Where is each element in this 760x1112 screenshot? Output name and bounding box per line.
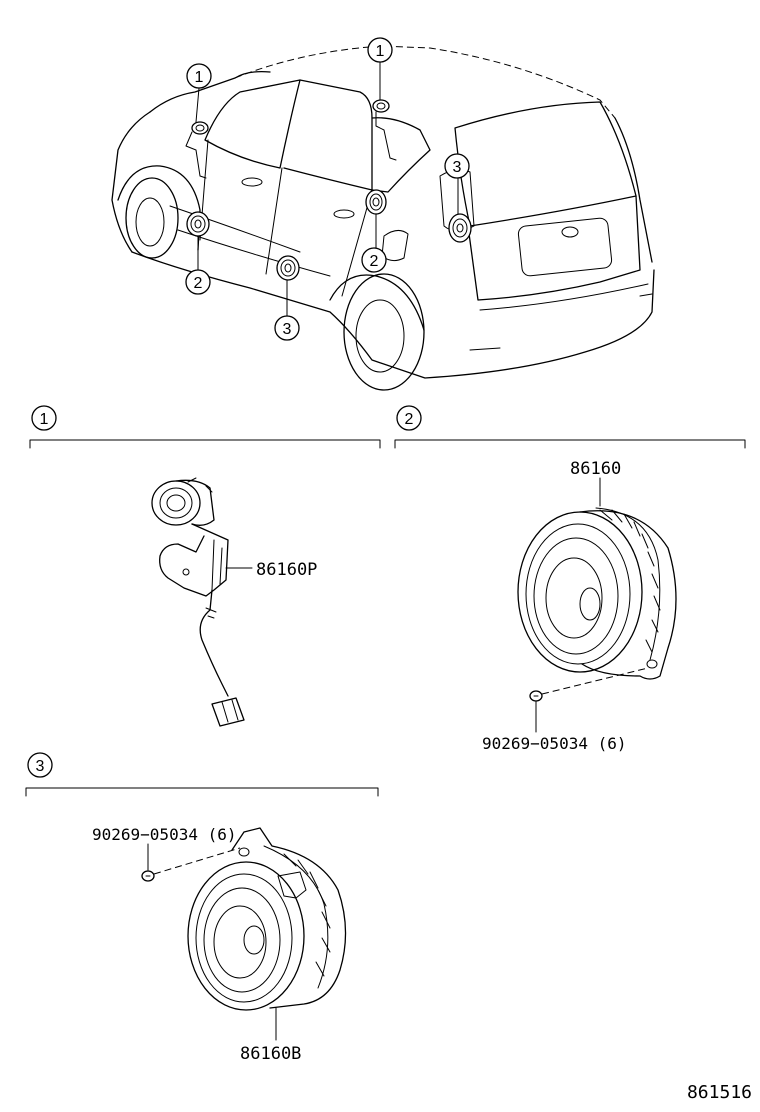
marker-front-tweeter — [185, 87, 209, 179]
callout-text: 1 — [195, 69, 204, 86]
vehicle-overview — [111, 45, 655, 391]
callout-front-tweeter: 1 — [186, 63, 212, 89]
callout-front-door: 2 — [185, 269, 211, 295]
callout-rear-quarter: 3 — [444, 153, 470, 179]
section-2-number: 2 — [405, 411, 414, 428]
callout-text: 2 — [194, 275, 203, 292]
callout-text: 3 — [283, 321, 292, 338]
marker-front-door-speaker — [186, 211, 210, 271]
part-label-86160: 86160 — [570, 459, 621, 479]
vehicle-callouts: 1 1 2 2 3 3 — [185, 37, 470, 341]
part-label-86160P: 86160P — [256, 560, 317, 580]
section-3: 3 90269−05034 (6) — [25, 752, 379, 1064]
marker-rear-door-speaker — [365, 189, 387, 249]
callout-text: 3 — [453, 159, 462, 176]
marker-rear-tweeter — [372, 61, 397, 161]
tweeter-assembly-drawing — [151, 477, 253, 727]
figure-code: 861516 — [687, 1082, 752, 1103]
section-1-header: 1 — [29, 405, 381, 449]
rear-speaker-drawing — [141, 827, 347, 1011]
screw-label-section-2: 90269−05034 (6) — [482, 734, 627, 753]
section-3-number: 3 — [36, 758, 45, 775]
screw-label-section-3: 90269−05034 (6) — [92, 825, 237, 844]
callout-rear-door: 2 — [361, 247, 387, 273]
vehicle-speaker-markers — [185, 61, 472, 317]
callout-rear-lower: 3 — [274, 315, 300, 341]
section-1-number: 1 — [40, 411, 49, 428]
marker-rear-lower-speaker — [276, 255, 300, 317]
callout-text: 2 — [370, 253, 379, 270]
section-2: 2 86160 902 — [394, 405, 746, 753]
section-3-header: 3 — [25, 752, 379, 797]
callout-rear-tweeter: 1 — [367, 37, 393, 63]
section-1: 1 86160P — [29, 405, 381, 727]
part-label-86160B: 86160B — [240, 1044, 301, 1064]
section-2-header: 2 — [394, 405, 746, 449]
marker-rear-quarter-speaker — [448, 177, 472, 243]
door-speaker-drawing — [517, 507, 677, 733]
callout-text: 1 — [376, 43, 385, 60]
